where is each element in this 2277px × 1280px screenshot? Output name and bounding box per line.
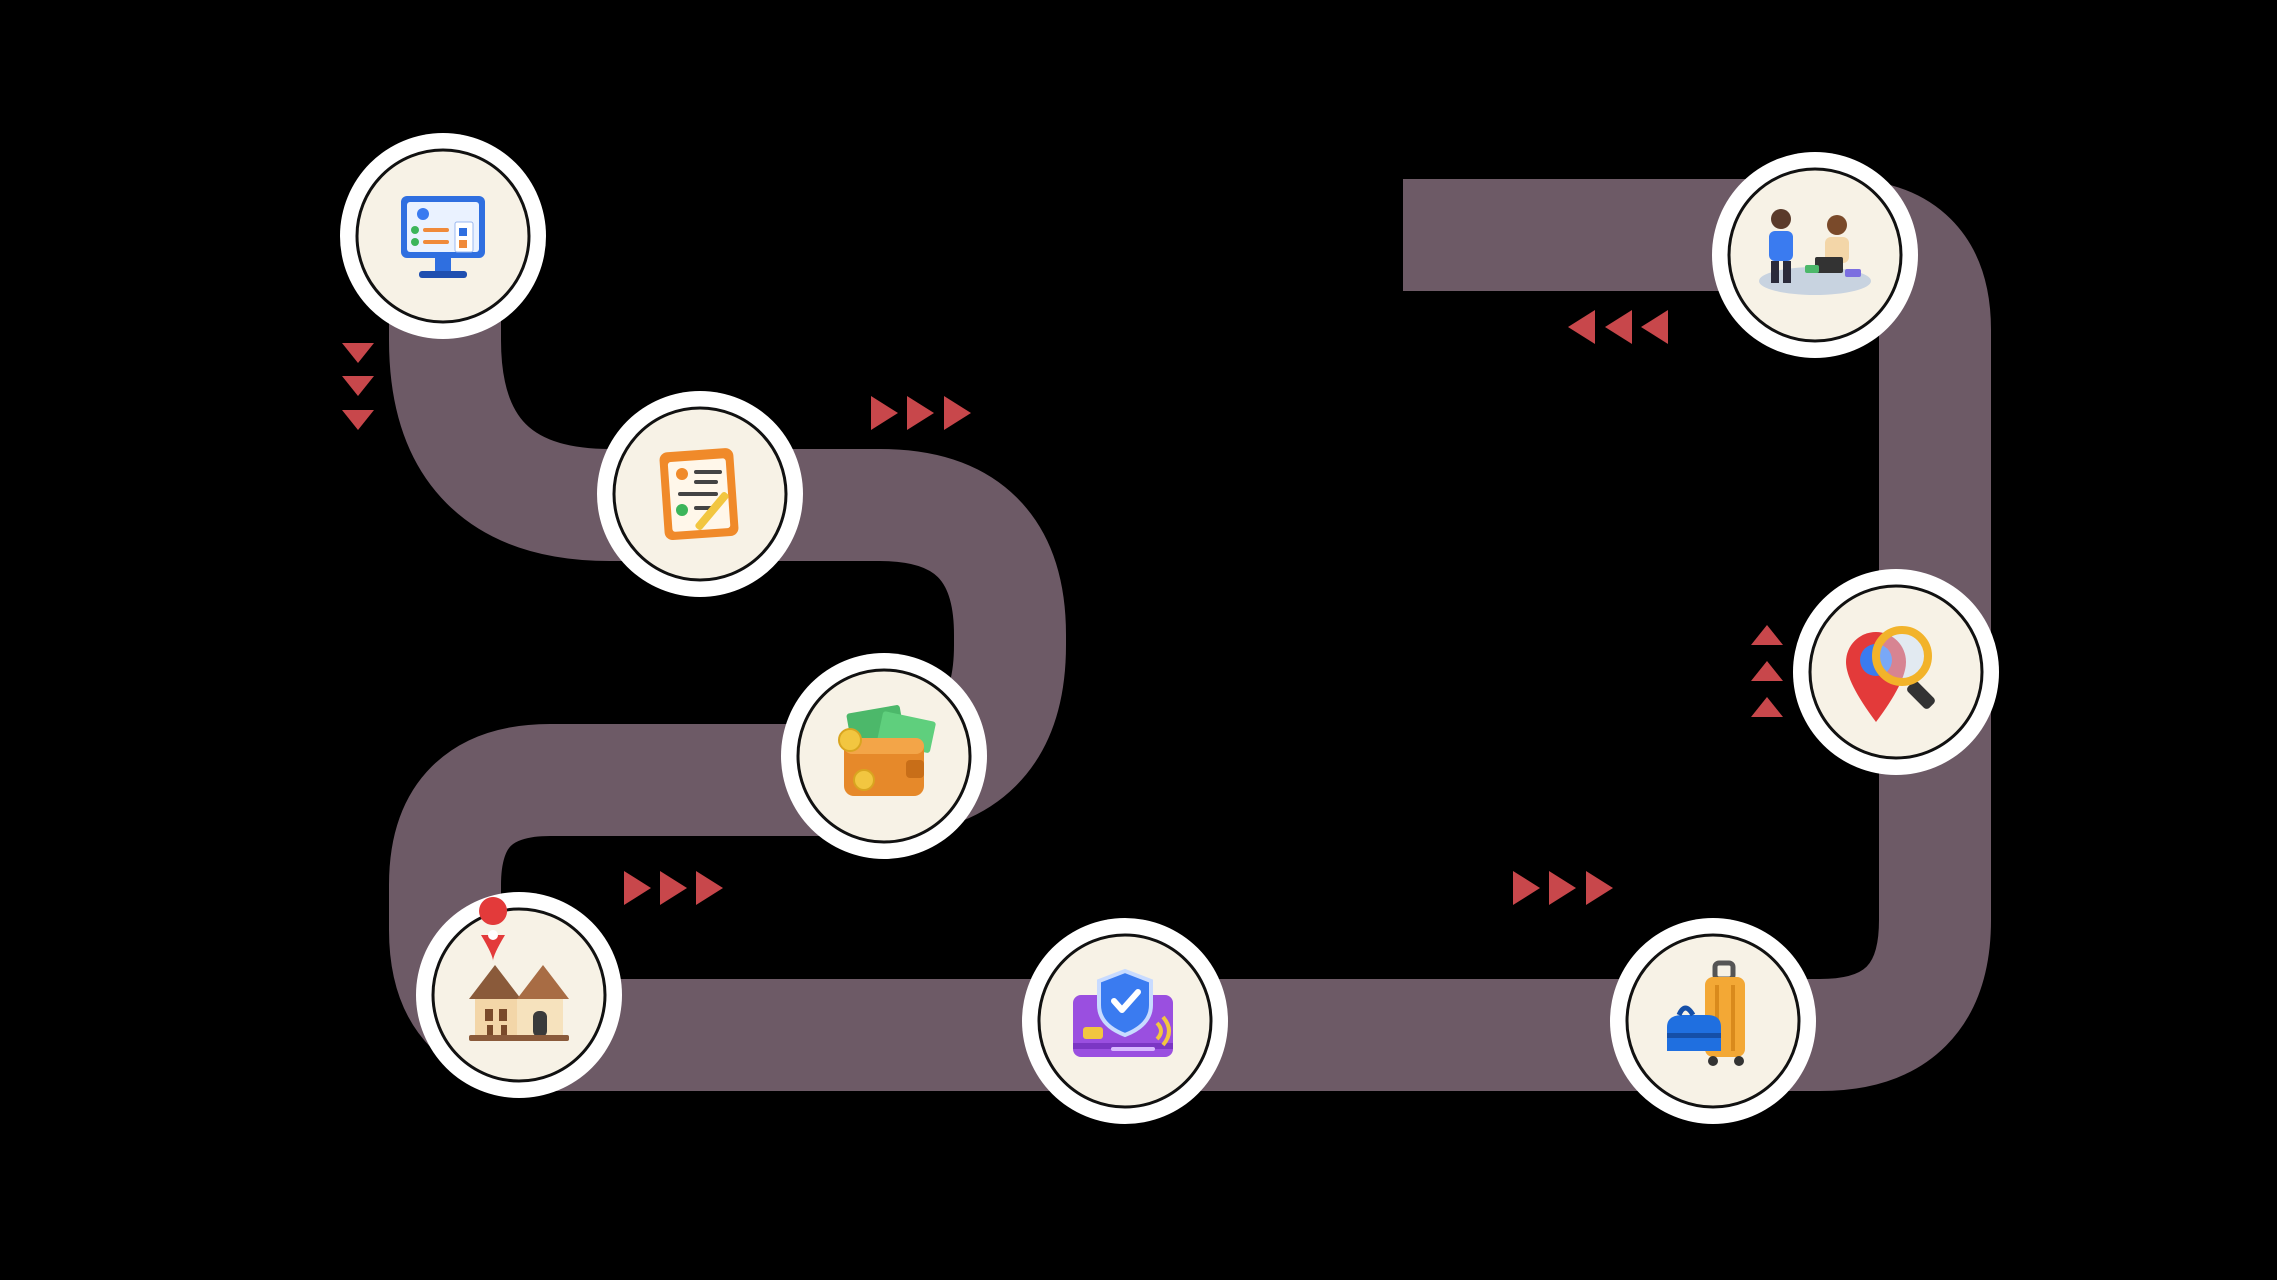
location-search-icon — [1846, 626, 1935, 722]
arrow-left-2 — [1605, 310, 1632, 344]
arrow-right-3c — [1586, 871, 1613, 905]
computer-checklist-icon — [401, 196, 485, 278]
arrows-right-1 — [871, 396, 971, 430]
arrows-up — [1751, 625, 1783, 717]
arrow-up-3 — [1751, 697, 1783, 717]
house-location-icon — [469, 897, 569, 1041]
step-node-documents — [597, 391, 803, 597]
road-path — [389, 179, 1991, 1091]
arrow-right-2a — [624, 871, 651, 905]
wallet-money-icon — [838, 705, 936, 796]
arrows-left — [1568, 310, 1668, 344]
arrow-up-2 — [1751, 661, 1783, 681]
step-node-application — [340, 133, 546, 339]
step-node-payment — [781, 653, 987, 859]
arrow-left-3 — [1641, 310, 1668, 344]
arrow-down-1 — [342, 343, 374, 363]
people-meeting-icon — [1759, 209, 1871, 295]
arrow-down-2 — [342, 376, 374, 396]
arrow-right-1c — [944, 396, 971, 430]
luggage-icon — [1667, 960, 1745, 1066]
arrow-left-1 — [1568, 310, 1595, 344]
arrow-right-3a — [1513, 871, 1540, 905]
arrow-down-3 — [342, 410, 374, 430]
arrow-right-2c — [696, 871, 723, 905]
arrows-down — [342, 343, 374, 430]
arrow-right-1b — [907, 396, 934, 430]
secure-card-icon — [1073, 968, 1173, 1057]
arrow-right-1a — [871, 396, 898, 430]
arrows-right-3 — [1513, 871, 1613, 905]
arrows-right-2 — [624, 871, 723, 905]
step-node-secure-payment — [1022, 918, 1228, 1124]
arrow-right-3b — [1549, 871, 1576, 905]
arrow-up-1 — [1751, 625, 1783, 645]
step-node-search — [1793, 569, 1999, 775]
step-node-meeting — [1712, 152, 1918, 358]
step-node-travel — [1610, 918, 1816, 1124]
clipboard-document-icon — [659, 448, 739, 541]
arrow-right-2b — [660, 871, 687, 905]
step-node-property — [416, 892, 622, 1098]
